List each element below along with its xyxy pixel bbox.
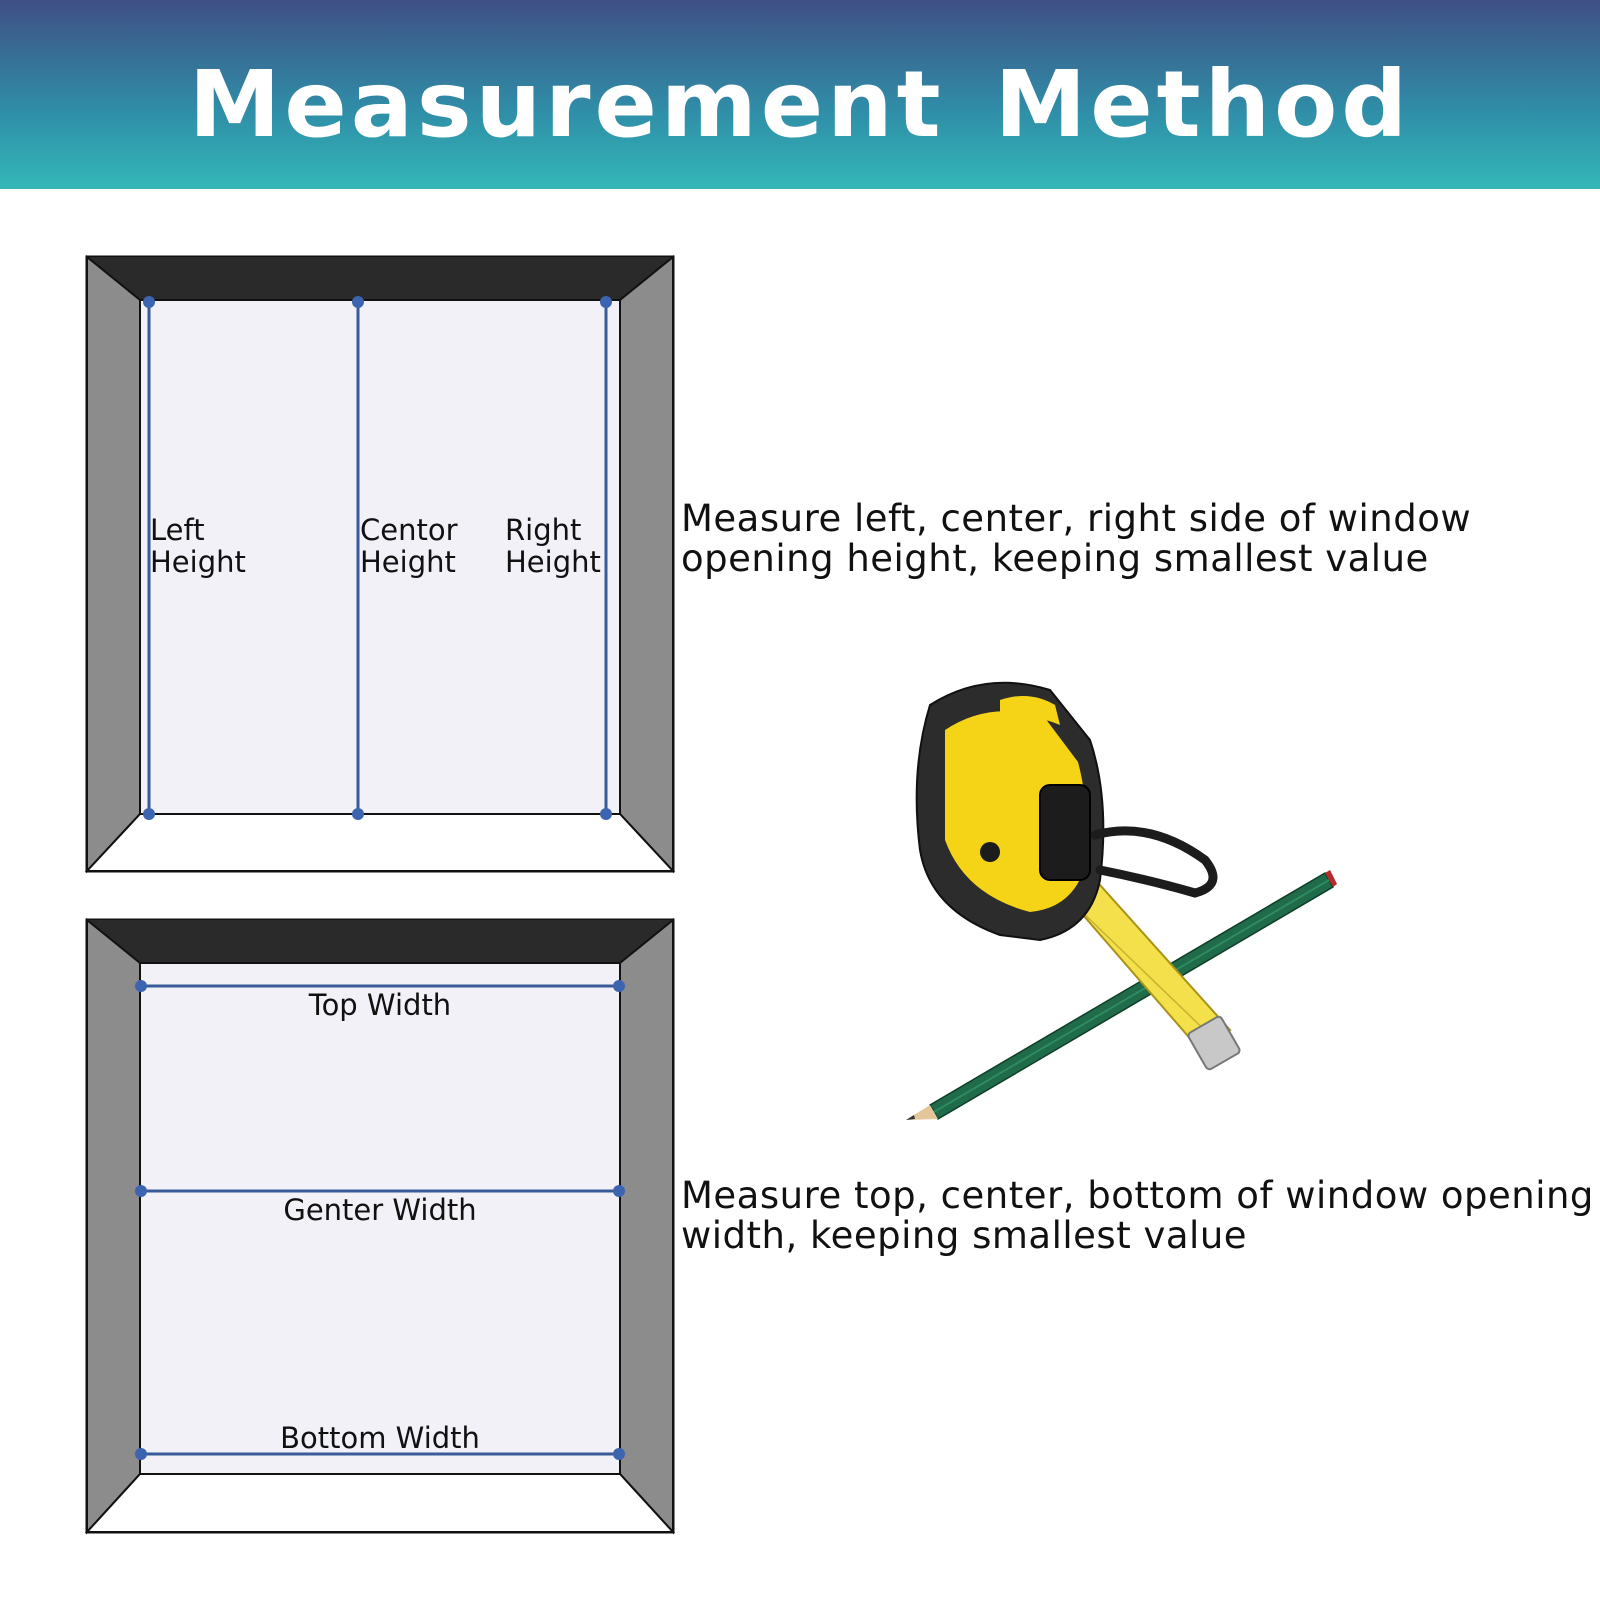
- window-sill-bevel: [84, 1473, 676, 1533]
- window-glass: [139, 962, 621, 1475]
- header-banner: Measurement Method: [0, 0, 1600, 189]
- measure-point: [143, 296, 155, 308]
- measure-point: [600, 808, 612, 820]
- top-width-label: Top Width: [308, 988, 452, 1022]
- measure-point: [135, 1185, 147, 1197]
- window-left-jamb: [86, 917, 141, 1535]
- window-glass: [139, 299, 621, 815]
- measure-point: [143, 808, 155, 820]
- measure-point: [613, 1185, 625, 1197]
- window-header-bevel: [87, 920, 673, 963]
- window-right-jamb: [619, 254, 674, 874]
- page-title: Measurement Method: [188, 51, 1412, 158]
- tape-lock-button: [1039, 784, 1091, 881]
- measure-point: [135, 1448, 147, 1460]
- measure-point: [613, 1448, 625, 1460]
- window-sill-bevel: [84, 813, 676, 872]
- measure-point: [600, 296, 612, 308]
- measure-point: [613, 980, 625, 992]
- left-height-label: Left Height: [150, 513, 246, 579]
- window-left-jamb: [86, 254, 141, 874]
- window-header-bevel: [87, 257, 673, 300]
- width-description: Measure top, center, bottom of window op…: [681, 1174, 1594, 1257]
- measure-point: [135, 980, 147, 992]
- center-width-label: Genter Width: [283, 1193, 477, 1227]
- measure-point: [352, 296, 364, 308]
- tape-measure-icon: [915, 681, 1241, 1071]
- window-right-jamb: [619, 917, 674, 1535]
- height-description: Measure left, center, right side of wind…: [681, 497, 1472, 580]
- right-height-label: Right Height: [505, 513, 601, 579]
- pencil-icon: [906, 870, 1337, 1121]
- center-height-label: Centor Height: [360, 513, 458, 579]
- measure-point: [352, 808, 364, 820]
- bottom-width-label: Bottom Width: [280, 1421, 480, 1455]
